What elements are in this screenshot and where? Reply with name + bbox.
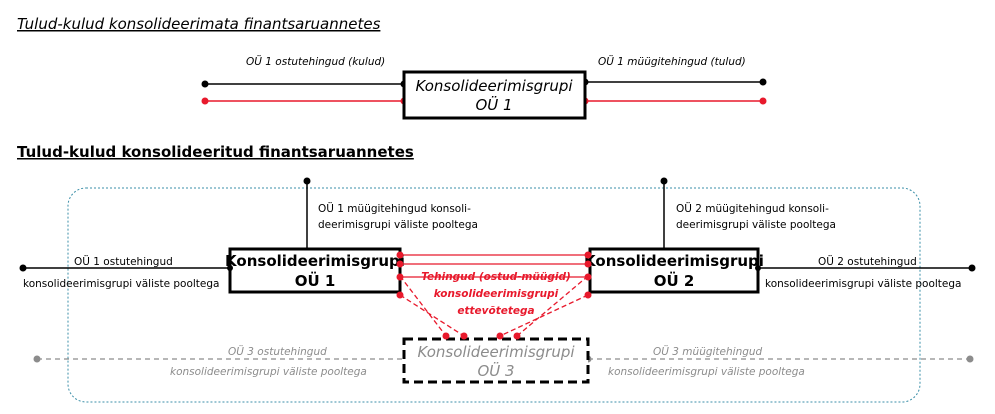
ou2-external-purchase-dot — [968, 264, 976, 272]
ou2-red-dot-1 — [584, 251, 592, 259]
top-ou1-box-line2: OÜ 1 — [475, 95, 512, 114]
bottom-section: Konsolideerimisgrupi OÜ 1 Konsolideerimi… — [19, 177, 976, 403]
title-consolidated: Tulud-kulud konsolideeritud finantsaruan… — [17, 143, 414, 161]
ou2-box-edge-dot — [755, 265, 761, 271]
intra-red-dashed-1 — [399, 275, 447, 337]
ou1-red-dot-4 — [396, 291, 404, 299]
top-ou1-box-line1: Konsolideerimisgrupi — [415, 77, 573, 95]
ou1-box — [228, 247, 402, 294]
intra-label-line2: konsolideerimisgrupi — [434, 288, 559, 300]
top-purchases-label: OÜ 1 ostutehingud (kulud) — [246, 55, 385, 68]
ou3-sales-label-line2: konsolideerimisgrupi väliste pooltega — [608, 366, 805, 378]
ou1-sales-label-line2: deerimisgrupi väliste pooltega — [318, 219, 478, 231]
ou3-box — [402, 337, 590, 384]
top-right-black-dot — [759, 78, 767, 86]
intra-red-dashed-4 — [499, 294, 589, 337]
ou1-external-sales-line — [306, 181, 396, 256]
intra-red-dashed-2 — [399, 294, 465, 337]
top-right-red-dot — [759, 97, 767, 105]
top-left-black-dot — [201, 80, 209, 88]
ou2-purchases-label-line1: OÜ 2 ostutehingud — [818, 255, 917, 268]
ou2-sales-label-line1: OÜ 2 müügitehingud konsoli- — [676, 202, 829, 215]
ou1-box-line1: Konsolideerimisgrupi — [225, 252, 405, 270]
ou1-external-sales-dot — [303, 177, 311, 185]
ou1-red-dot-2 — [396, 260, 404, 268]
consolidation-group-boundary — [67, 187, 921, 403]
top-ou1-box — [402, 70, 587, 120]
ou2-external-sales-line — [590, 181, 665, 256]
ou3-red-dot-1 — [442, 332, 450, 340]
ou3-purchases-label-line1: OÜ 3 ostutehingud — [228, 345, 327, 358]
ou1-purchases-label-line1: OÜ 1 ostutehingud — [74, 255, 173, 268]
ou1-purchases-label-line2: konsolideerimisgrupi väliste pooltega — [23, 278, 219, 290]
ou3-box-line2: OÜ 3 — [477, 361, 514, 380]
ou1-sales-label-line1: OÜ 1 müügitehingud konsoli- — [318, 202, 471, 215]
ou1-box-edge-dot — [227, 265, 233, 271]
ou3-red-dot-2 — [460, 332, 468, 340]
title-unconsolidated: Tulud-kulud konsolideerimata finantsarua… — [17, 15, 381, 33]
ou1-red-dot-3 — [396, 273, 404, 281]
ou3-red-dot-4 — [513, 332, 521, 340]
ou1-external-purchase-dot — [19, 264, 27, 272]
top-left-red-dot — [201, 97, 209, 105]
ou2-red-dot-2 — [584, 260, 592, 268]
ou2-purchases-label-line2: konsolideerimisgrupi väliste pooltega — [765, 278, 961, 290]
ou2-red-dot-3 — [584, 273, 592, 281]
ou1-red-dot-1 — [396, 251, 404, 259]
top-section: Konsolideerimisgrupi OÜ 1 OÜ 1 ostutehin… — [201, 55, 767, 120]
ou2-red-dot-4 — [584, 291, 592, 299]
ou1-box-line2: OÜ 1 — [295, 271, 336, 290]
ou2-external-sales-dot — [660, 177, 668, 185]
ou3-red-dot-3 — [496, 332, 504, 340]
ou2-box-line1: Konsolideerimisgrupi — [584, 252, 764, 270]
ou3-box-line1: Konsolideerimisgrupi — [417, 343, 575, 361]
intra-label-line3: ettevõtetega — [457, 305, 534, 317]
ou3-right-grey-dot — [966, 355, 974, 363]
ou2-box-line2: OÜ 2 — [654, 271, 695, 290]
top-sales-label: OÜ 1 müügitehingud (tulud) — [598, 55, 746, 68]
ou3-left-grey-dot — [33, 355, 41, 363]
intra-label-line1: Tehingud (ostud-müügid) — [421, 271, 571, 283]
ou2-sales-label-line2: deerimisgrupi väliste pooltega — [676, 219, 836, 231]
ou3-sales-label-line1: OÜ 3 müügitehingud — [653, 345, 763, 358]
ou3-purchases-label-line2: konsolideerimisgrupi väliste pooltega — [170, 366, 367, 378]
